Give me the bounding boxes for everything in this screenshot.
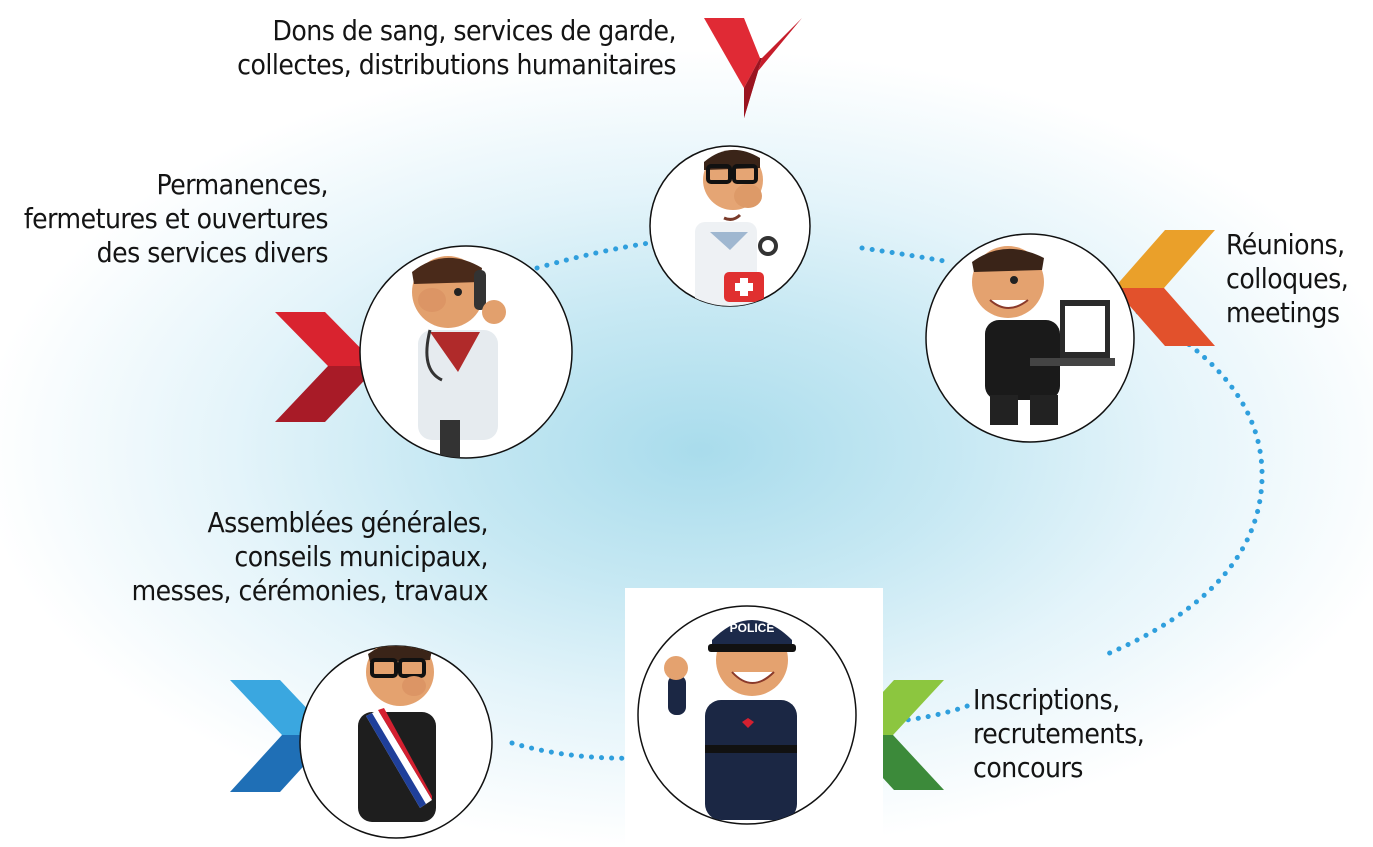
doctor-with-first-aid-kit-icon [649, 145, 811, 307]
label-line: des services divers [96, 236, 329, 269]
label-line: meetings [1226, 296, 1340, 329]
police-officer-icon: POLICE [637, 605, 857, 825]
chevron-right-icon [275, 312, 378, 422]
chevron-left-icon [1114, 230, 1215, 346]
connector-permanences-medecin [534, 239, 659, 271]
label-inscriptions: Inscriptions, recrutements, concours [973, 683, 1145, 785]
label-permanences: Permanences, fermetures et ouvertures de… [23, 168, 329, 270]
doctor-on-phone-icon [359, 245, 573, 459]
connector-reunions-inscriptions [1102, 309, 1265, 658]
label-line: conseils municipaux, [234, 540, 488, 573]
label-line: fermetures et ouvertures [23, 202, 329, 235]
label-assemblees: Assemblées générales, conseils municipau… [131, 506, 489, 608]
connector-assemblees-inscriptions [509, 740, 643, 761]
connector-medecin-reunions [859, 245, 953, 265]
label-line: collectes, distributions humanitaires [237, 48, 676, 81]
label-line: recrutements, [973, 717, 1145, 750]
label-line: Assemblées générales, [207, 506, 488, 539]
label-line: colloques, [1226, 262, 1349, 295]
label-medecin: Dons de sang, services de garde, collect… [237, 14, 676, 82]
label-line: concours [973, 751, 1083, 784]
businessman-with-laptop-icon [925, 233, 1135, 443]
label-line: messes, cérémonies, travaux [131, 574, 489, 607]
label-line: Permanences, [156, 168, 329, 201]
label-line: Réunions, [1226, 228, 1345, 261]
label-line: Inscriptions, [973, 683, 1120, 716]
mayor-with-sash-icon [299, 645, 493, 839]
police-cap-text: POLICE [730, 621, 775, 635]
chevron-down-icon [704, 18, 802, 118]
label-reunions: Réunions, colloques, meetings [1226, 228, 1349, 330]
label-line: Dons de sang, services de garde, [272, 14, 676, 47]
